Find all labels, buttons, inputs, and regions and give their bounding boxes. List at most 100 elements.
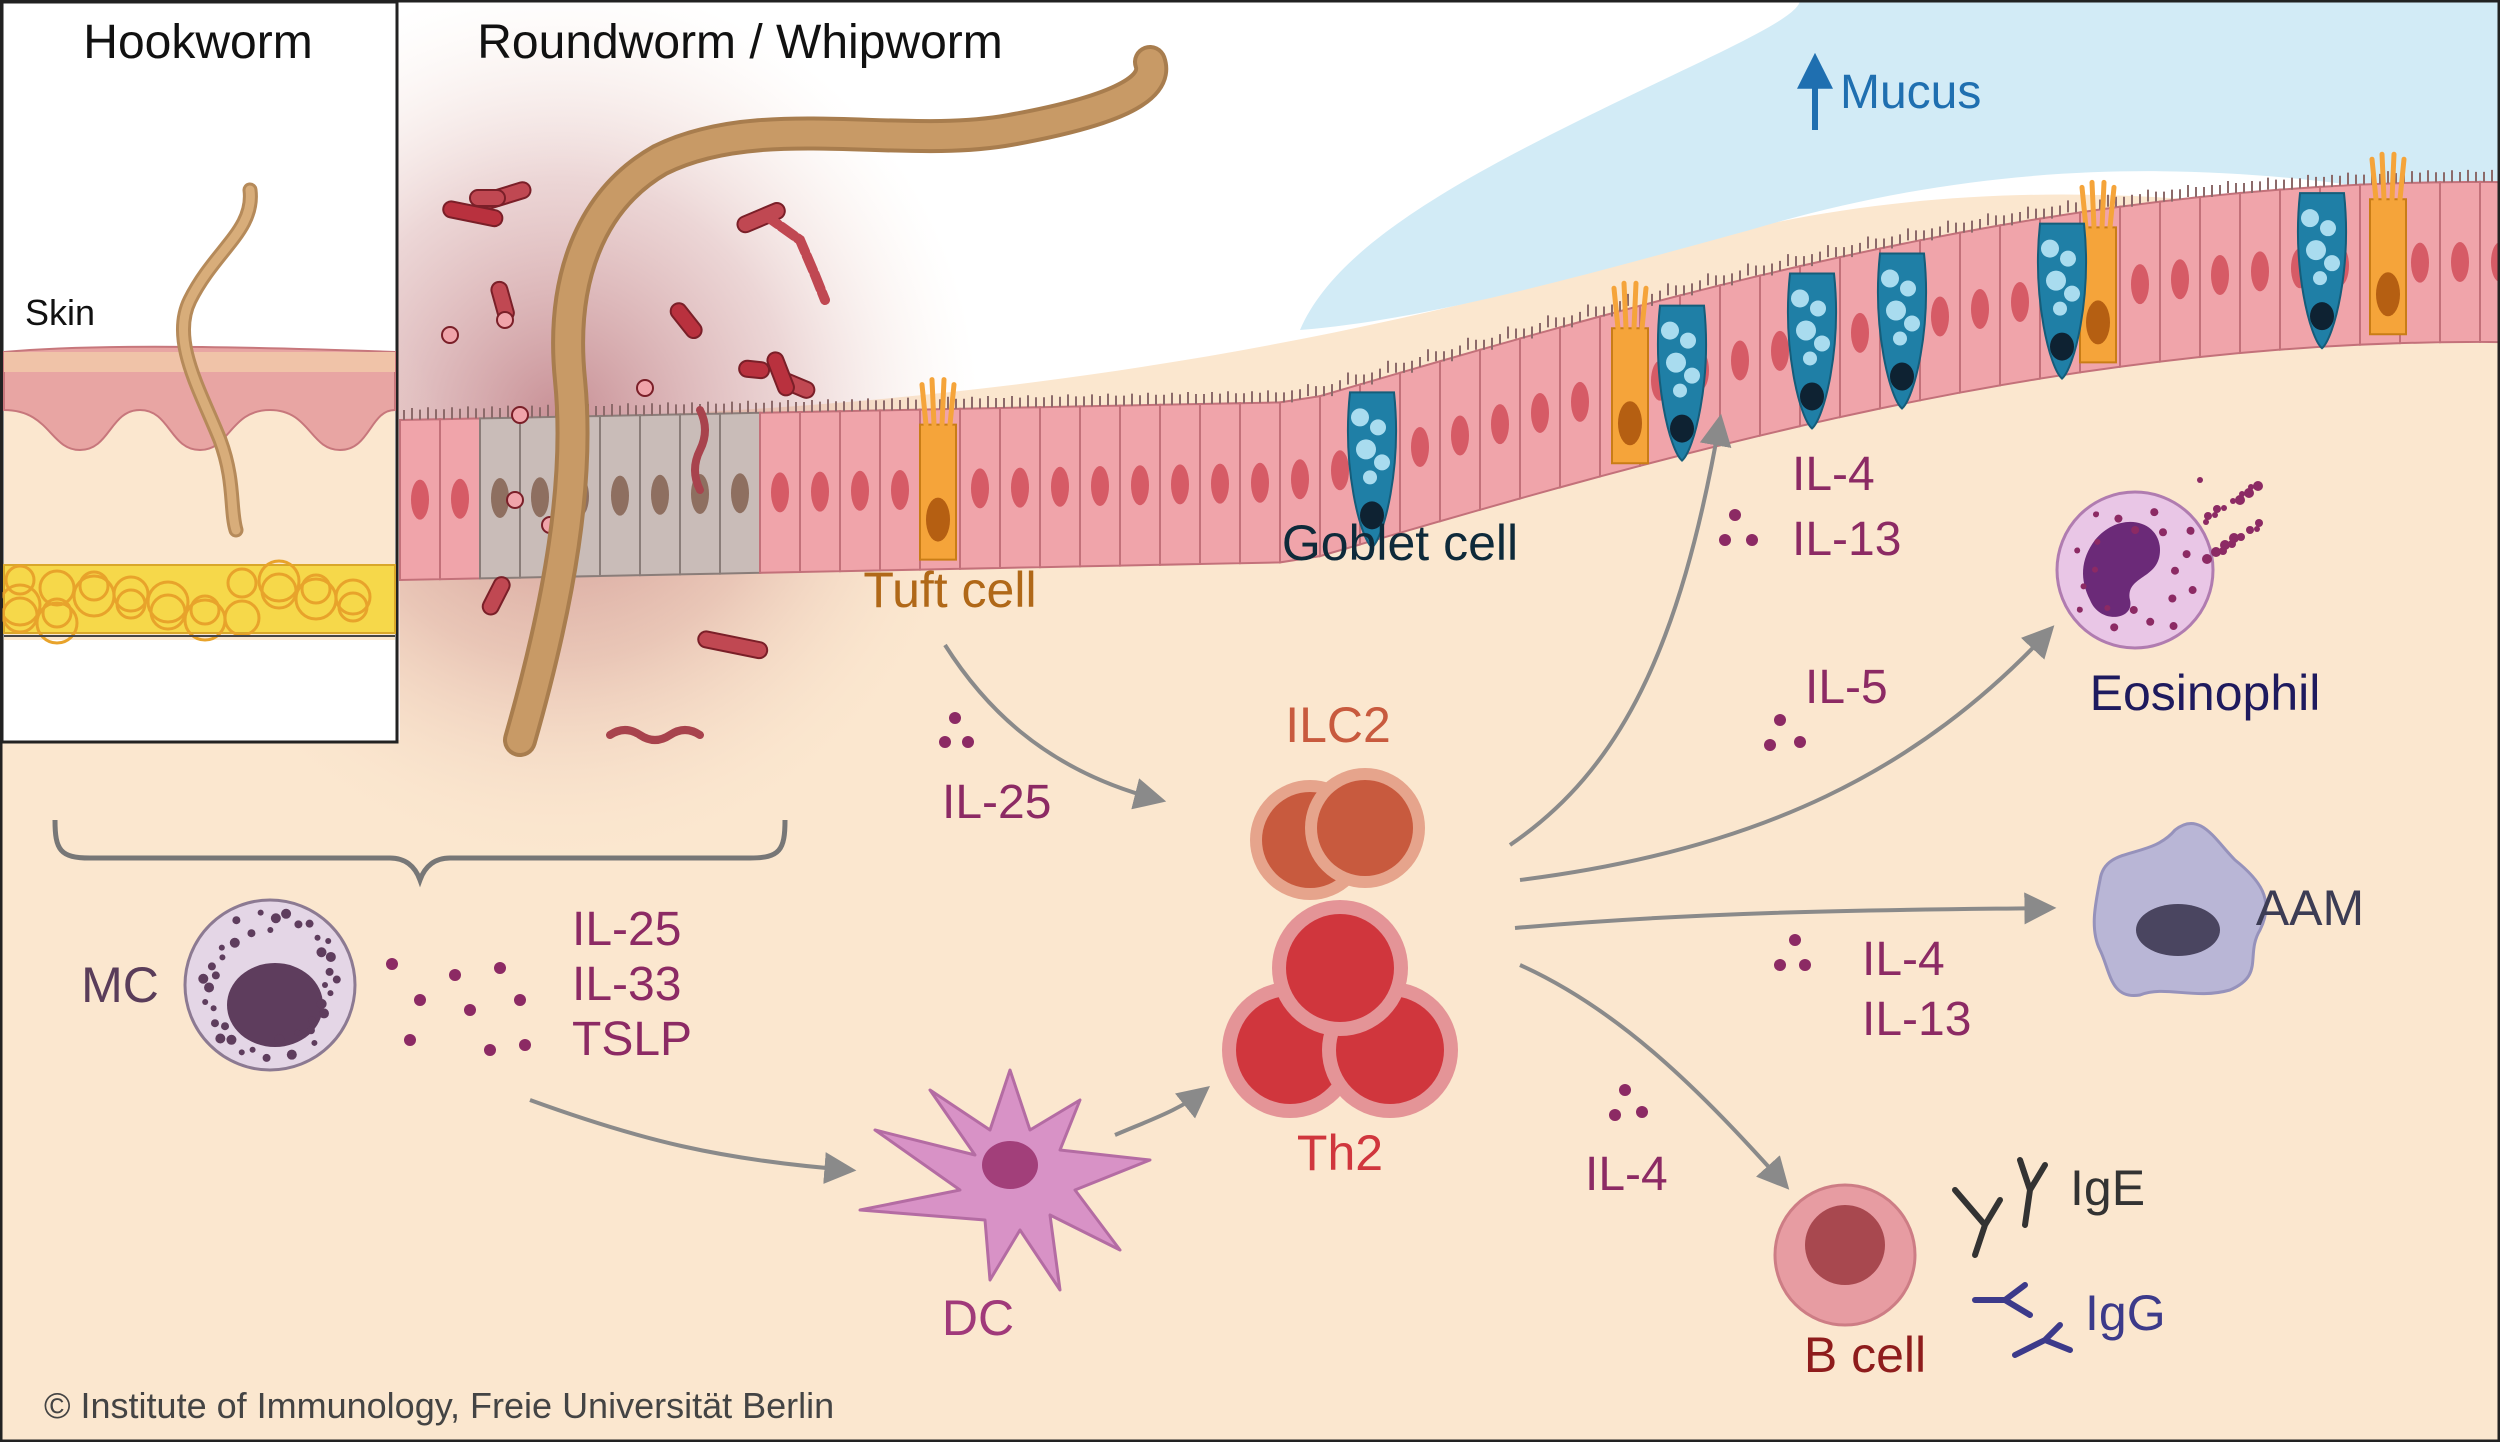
brace <box>52 819 788 888</box>
mc-granule <box>211 971 220 980</box>
goblet-cell-nucleus <box>1800 382 1824 411</box>
th2-label: Th2 <box>1297 1125 1383 1181</box>
mc-granule <box>221 1022 230 1031</box>
microvilli <box>1763 254 1797 276</box>
mucin-granule <box>2320 220 2336 237</box>
spirillum <box>606 726 704 744</box>
damaged-nucleus <box>491 478 509 518</box>
goblet-cell-nucleus <box>1360 501 1384 530</box>
cytokine-dot <box>449 969 461 981</box>
eos-release-granule <box>2221 505 2227 511</box>
b-cell: B cell <box>1773 1183 1926 1383</box>
hookworm-title: Hookworm <box>83 16 312 69</box>
mc-granule <box>308 1016 317 1025</box>
cytokine-dot <box>514 994 526 1006</box>
mucus-label: Mucus <box>1840 66 1981 119</box>
eos-granule <box>2188 528 2195 535</box>
coccus <box>441 326 459 344</box>
eos-release-granule <box>2230 498 2236 504</box>
microvilli <box>643 402 677 416</box>
cytokine-dot <box>484 1044 496 1056</box>
coccus <box>511 406 529 424</box>
mucin-granule <box>1374 454 1390 471</box>
microvilli <box>1443 337 1477 362</box>
epithelial-nucleus <box>451 478 469 519</box>
eos-granule <box>2146 617 2155 626</box>
eos-release-granule <box>2204 512 2212 520</box>
epithelial-nucleus <box>1731 340 1749 381</box>
microvilli <box>403 407 437 420</box>
epithelial-nucleus <box>1131 465 1149 506</box>
mc-granule <box>332 975 341 984</box>
epithelial-nucleus <box>2011 281 2029 322</box>
tuft-cell-nucleus <box>2376 272 2400 317</box>
microvilli <box>2283 174 2317 190</box>
cytokine-dot <box>1774 714 1786 726</box>
aam-il4: IL-4 <box>1862 933 1945 986</box>
mc-granule <box>210 1005 217 1012</box>
fat-cell <box>146 580 190 624</box>
microvilli <box>1283 384 1317 403</box>
mc-granule <box>325 937 332 944</box>
eos-granule <box>2168 594 2177 603</box>
mc-granule <box>232 916 241 925</box>
microvilli <box>843 398 877 412</box>
cytokine-labels: IL-25 IL-33 TSLP IL-25 IL-4 IL-13 IL-5 I… <box>572 448 1971 1201</box>
eos-granule <box>2094 511 2099 516</box>
microvilli <box>1163 392 1197 405</box>
mc-granule <box>327 990 334 997</box>
microvilli <box>2243 177 2277 194</box>
cytokine-dot <box>1764 739 1776 751</box>
eos-granule <box>2075 547 2080 552</box>
cytokine-dot <box>386 958 398 970</box>
tuft-cell-nucleus <box>926 497 950 542</box>
mc-granule <box>257 909 264 916</box>
epithelial-nucleus <box>2211 255 2229 296</box>
igg-label: IgG <box>2085 1285 2166 1341</box>
cytokine-dot <box>1609 1109 1621 1121</box>
mc-granule <box>226 1034 237 1045</box>
microvilli <box>443 406 477 420</box>
eos-granule <box>2110 623 2119 632</box>
gut-bacteria <box>441 181 830 744</box>
cytokine-dot <box>1794 736 1806 748</box>
eos-granule <box>2093 566 2098 571</box>
tuft-il25: IL-25 <box>942 776 1051 829</box>
mc-label: MC <box>81 957 159 1013</box>
cytokine-dot <box>949 712 961 724</box>
mucin-granule <box>1661 321 1679 340</box>
alarmin-tslp: TSLP <box>572 1013 692 1066</box>
microvilli <box>2163 185 2197 202</box>
epithelial-cell <box>2479 180 2500 344</box>
skin-top-layer <box>4 352 395 372</box>
epithelial-nucleus <box>1571 381 1589 422</box>
b-cell-label: B cell <box>1804 1327 1926 1383</box>
chain-bacterium <box>760 210 830 305</box>
mucin-granule <box>2060 250 2076 267</box>
epithelial-nucleus <box>1451 415 1469 456</box>
microvilli <box>723 400 757 414</box>
roundworm-title: Roundworm / Whipworm <box>477 16 1002 69</box>
microvilli <box>1123 392 1157 406</box>
eos-il5: IL-5 <box>1805 661 1888 714</box>
roundworm <box>503 45 1169 757</box>
fat-cell <box>38 569 76 607</box>
mucin-granule <box>1900 280 1916 297</box>
cytokine-dot <box>1746 534 1758 546</box>
microvilli <box>1563 304 1597 328</box>
microvilli <box>2123 189 2157 207</box>
specialized-epithelial-cells <box>919 151 2407 561</box>
alarmin-il25: IL-25 <box>572 903 681 956</box>
mucin-granule <box>1684 367 1700 384</box>
fat-cell <box>78 570 110 602</box>
eosinophil-label: Eosinophil <box>2090 665 2321 721</box>
microvilli <box>1403 349 1437 373</box>
ilc2-cells: ILC2 <box>1250 697 1425 900</box>
mc-granule <box>286 1049 297 1060</box>
eos-release-granule <box>2211 547 2221 557</box>
eos-release-granule <box>2213 505 2221 513</box>
mucin-granule <box>1356 439 1376 460</box>
fat-cell <box>112 575 150 613</box>
bacterium <box>669 302 703 340</box>
